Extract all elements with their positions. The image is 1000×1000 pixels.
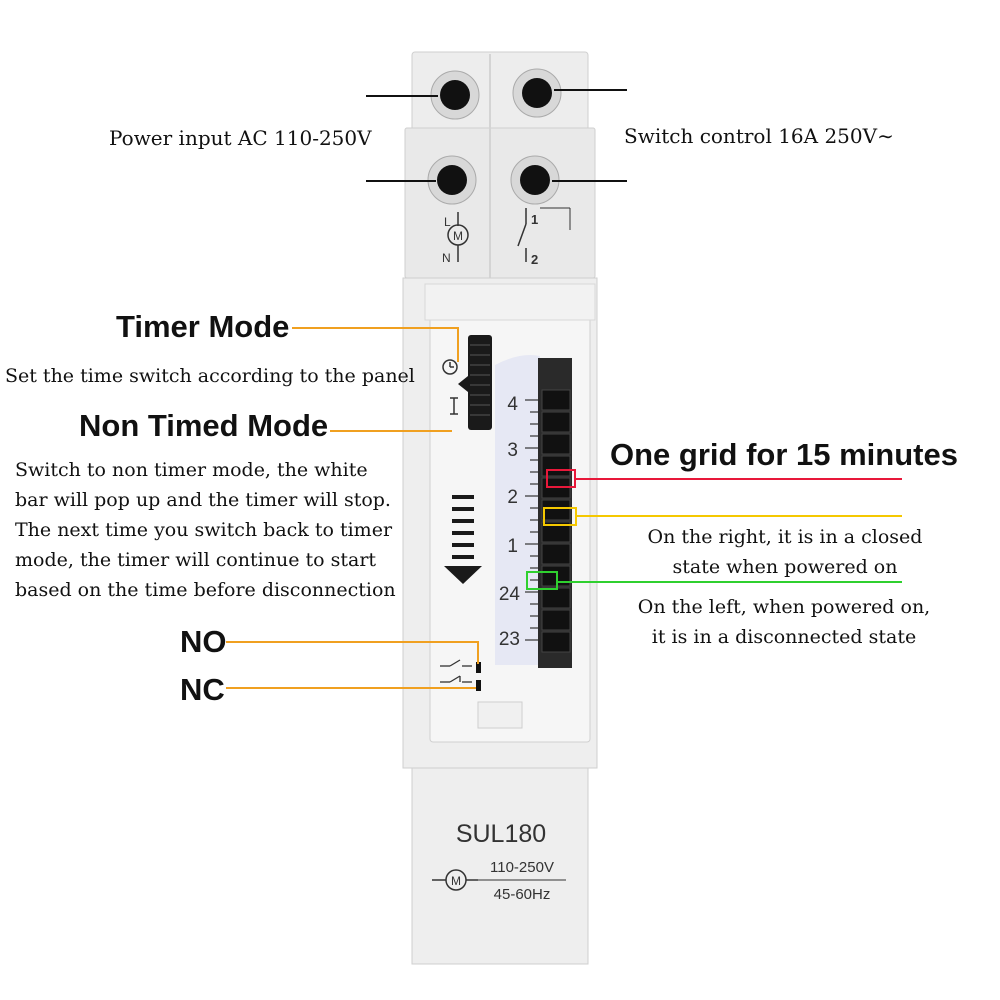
- window-top-lip: [424, 283, 596, 321]
- left-disconnected-desc: On the left, when powered on, it is in a…: [634, 592, 934, 652]
- leader-no: [226, 641, 479, 664]
- terminal-label-2: 2: [531, 252, 538, 267]
- switch-contact-icon: [517, 207, 571, 262]
- device-frequency: 45-60Hz: [494, 886, 551, 903]
- right-closed-desc: On the right, it is in a closed state wh…: [640, 522, 930, 582]
- terminal-label-N: N: [442, 251, 451, 265]
- screw-terminal-top-left: [430, 70, 480, 120]
- no-nc-contact-icon: [440, 659, 472, 683]
- device-model: SUL180: [456, 820, 546, 848]
- dial-hour-1: 1: [507, 536, 518, 557]
- non-timed-title: Non Timed Mode: [79, 408, 329, 443]
- down-arrow-icon: [444, 495, 482, 584]
- dial-ticks: [525, 399, 538, 641]
- motor-symbol-icon: M: [447, 212, 469, 262]
- non-timed-desc-line-1: Switch to non timer mode, the white: [15, 459, 368, 481]
- dial-scale: [495, 355, 540, 665]
- right-closed-line-2: state when powered on: [672, 556, 898, 578]
- nc-label: NC: [180, 672, 225, 707]
- nc-indicator: [476, 680, 481, 691]
- non-timed-desc-line-5: based on the time before disconnection: [15, 579, 396, 601]
- svg-text:M: M: [453, 229, 463, 243]
- bottom-panel: [411, 767, 589, 965]
- terminal-label-L: L: [444, 215, 451, 229]
- screw-terminal-bottom-right: [510, 155, 560, 205]
- dial-hour-3: 3: [507, 440, 518, 461]
- leader-timer-mode: [292, 327, 459, 362]
- terminal-block-lower: [404, 127, 596, 279]
- switch-control-label: Switch control 16A 250V∼: [624, 124, 894, 148]
- terminal-label-1: 1: [531, 212, 538, 227]
- dial-hour-23: 23: [499, 629, 520, 650]
- clock-icon: [442, 359, 458, 375]
- no-indicator: [476, 662, 481, 673]
- svg-text:M: M: [451, 874, 461, 888]
- non-timed-desc: Switch to non timer mode, the white bar …: [15, 455, 396, 605]
- one-grid-label: One grid for 15 minutes: [610, 437, 958, 472]
- non-timed-desc-line-4: mode, the timer will continue to start: [15, 549, 377, 571]
- non-timed-desc-line-3: The next time you switch back to timer: [15, 519, 393, 541]
- left-disconnected-line-1: On the left, when powered on,: [637, 596, 931, 618]
- mode-arrow-icon: [458, 376, 468, 392]
- timer-mode-title: Timer Mode: [116, 309, 290, 344]
- hand-mode-icon: [450, 397, 458, 415]
- dial-hour-24: 24: [499, 584, 521, 605]
- no-label: NO: [180, 624, 227, 659]
- device-voltage: 110-250V: [490, 859, 554, 876]
- timer-mode-desc: Set the time switch according to the pan…: [5, 365, 415, 387]
- rating-motor-icon: M: [432, 869, 566, 891]
- green-marker: [526, 571, 558, 590]
- dial-hour-4: 4: [507, 394, 518, 415]
- right-closed-line-1: On the right, it is in a closed: [647, 526, 923, 548]
- power-input-label: Power input AC 110-250V: [109, 126, 372, 150]
- dial-hour-2: 2: [507, 487, 518, 508]
- mode-knob: [468, 335, 492, 430]
- screw-terminal-top-right: [512, 68, 562, 118]
- bottom-clip: [477, 701, 523, 729]
- non-timed-desc-line-2: bar will pop up and the timer will stop.: [15, 489, 391, 511]
- left-disconnected-line-2: it is in a disconnected state: [651, 626, 917, 648]
